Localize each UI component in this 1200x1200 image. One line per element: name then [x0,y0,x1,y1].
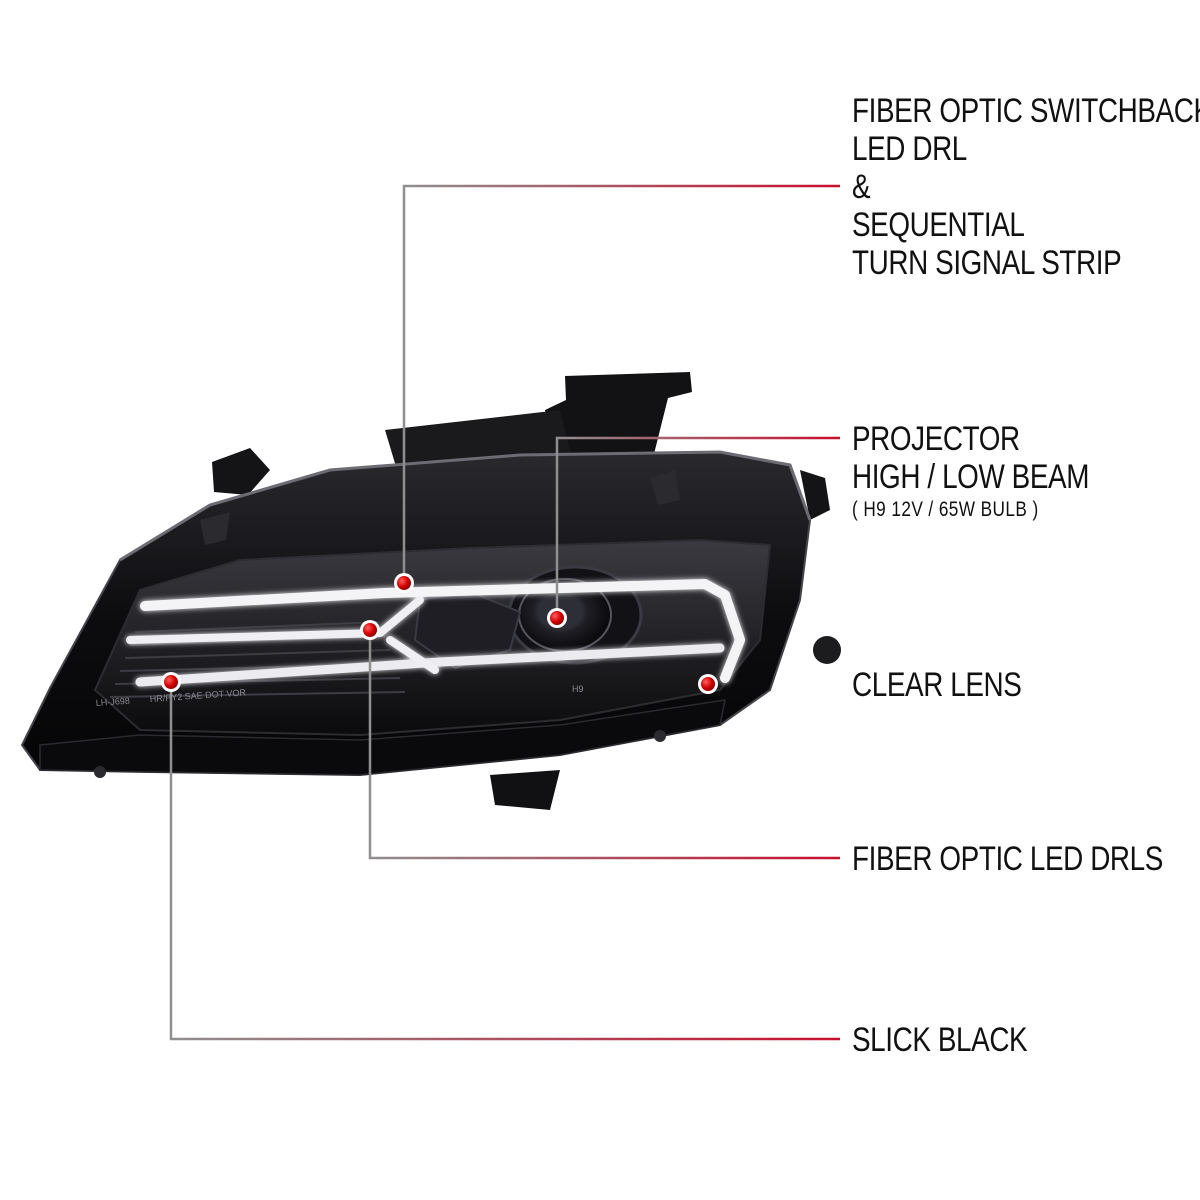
leader-fiber-drls [368,630,840,860]
lens-details [94,470,680,778]
switchback-line-5: TURN SIGNAL STRIP [852,244,1122,282]
projector-line-1: PROJECTOR [852,420,1020,458]
switchback-line-1: FIBER OPTIC SWITCHBACK [852,92,1200,130]
callout-projector: PROJECTOR HIGH / LOW BEAM ( H9 12V / 65W… [852,420,1089,522]
projector-line-2: HIGH / LOW BEAM [852,458,1090,496]
lens-bulb-marking: H9 [572,684,584,694]
leader-projector [555,436,840,618]
lower-chevron-bar [386,636,439,674]
fiber-drls-label: FIBER OPTIC LED DRLS [852,840,1163,878]
leader-lines [169,184,840,1041]
switchback-line-4: SEQUENTIAL [852,206,1025,244]
projector-bulb-note: ( H9 12V / 65W BULB ) [852,498,1039,521]
switchback-drl-bar [140,579,745,683]
slick-black-label: SLICK BLACK [852,1021,1028,1059]
marker-slick-black [161,672,181,692]
marker-switchback [394,573,414,593]
leader-switchback [402,184,840,583]
callout-switchback: FIBER OPTIC SWITCHBACK LED DRL & SEQUENT… [852,92,1200,282]
marker-clear-lens [698,674,718,694]
switchback-line-3: & [852,168,871,206]
fiber-optic-light-bars [126,579,745,687]
callout-fiber-drls: FIBER OPTIC LED DRLS [852,840,1163,878]
marker-projector [547,608,567,628]
upper-chevron-bar [126,596,424,644]
marker-fiber-drls [360,620,380,640]
switchback-line-2: LED DRL [852,130,967,168]
callout-markers [161,573,718,694]
leader-slick-black [169,682,840,1041]
callout-clear-lens: CLEAR LENS [852,666,1022,704]
lens-code-marking: LH-J698 [95,696,130,708]
callout-slick-black: SLICK BLACK [852,1021,1028,1059]
lens-rim [119,450,812,562]
clear-lens-label: CLEAR LENS [852,666,1022,704]
lower-trim [39,699,726,776]
lower-drl-bar [135,643,725,687]
